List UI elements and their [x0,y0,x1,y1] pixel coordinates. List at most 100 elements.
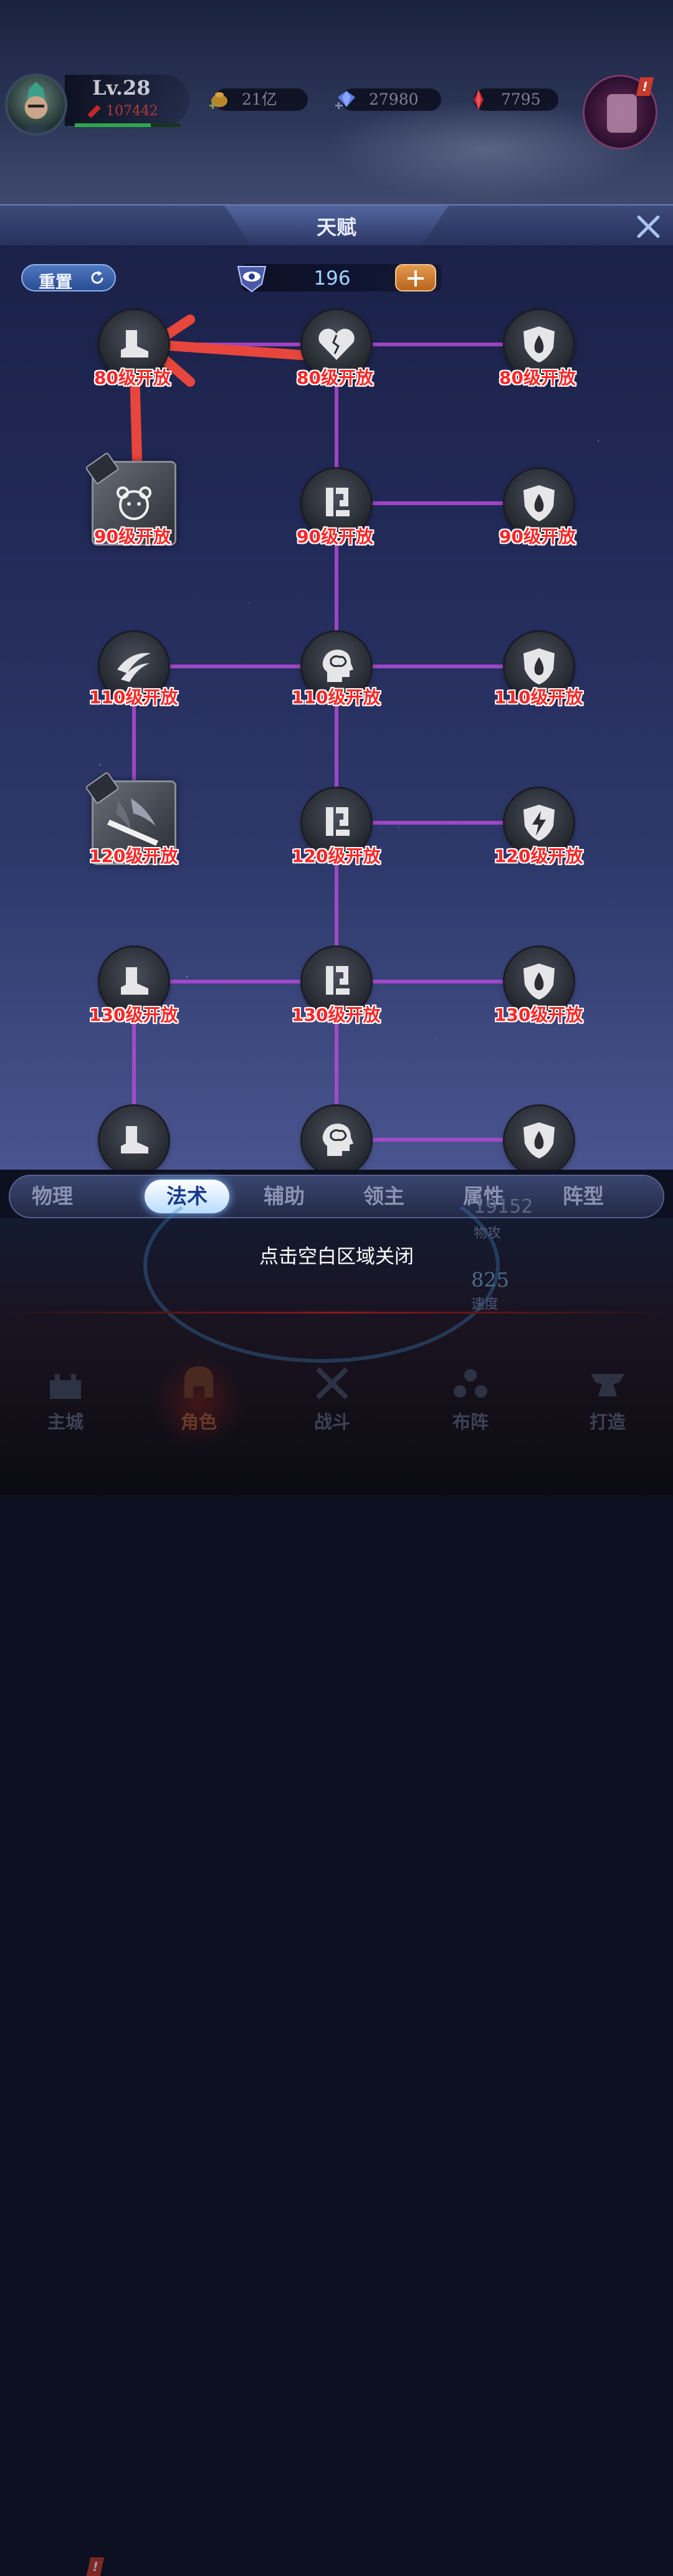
nav-character[interactable]: 角色 [152,1355,246,1449]
nav-battle-label: 战斗 [313,1411,350,1432]
diamond-resource[interactable]: 27980 [335,88,441,111]
node-label-5-left: 130级开放 [89,1005,178,1025]
talent-node-drop-3[interactable] [505,632,573,701]
node-label-3-mid: 110级开放 [292,687,381,708]
node-label-2-left: 90级开放 [94,526,171,547]
nav-alert-badge: ! [86,2557,105,2576]
drop-shield-icon [523,964,555,1000]
node-label-3-right: 110级开放 [494,687,583,708]
bear-icon [117,486,151,520]
tab-formation[interactable]: 阵型 [563,1184,604,1208]
gold-value: 21亿 [242,90,277,108]
talent-node-rune-2[interactable] [302,788,371,857]
talent-node-drop[interactable] [505,310,573,379]
reset-button[interactable]: 重置 [21,264,116,292]
talent-node-drop-5[interactable] [505,1106,573,1170]
close-icon[interactable] [634,212,662,239]
nav-formation[interactable]: 布阵 [424,1355,517,1449]
boot-icon [121,1126,148,1153]
helmet-icon [184,1366,213,1398]
talent-node-boot-2[interactable] [100,947,168,1016]
nav-formation-label: 布阵 [452,1411,489,1432]
node-label-4-left: 120级开放 [89,846,178,866]
add-points-button[interactable] [395,264,436,291]
claw-slash-icon [117,653,151,682]
castle-icon [50,1374,81,1399]
rune-icon [326,807,350,836]
talent-node-heart[interactable] [302,310,371,379]
head-brain-icon [322,650,353,682]
top-hud: Lv.28 107442 21亿 27980 7795 ! [0,0,673,206]
divider-glow [0,1312,673,1314]
talent-points-value: 196 [313,267,351,290]
nav-forge-label: 打造 [589,1411,626,1432]
combat-power: 107442 [87,103,158,119]
talent-node-rune-1[interactable] [302,469,371,537]
combat-power-value: 107442 [106,103,158,119]
rune-icon [326,966,350,995]
player-avatar[interactable] [5,73,67,136]
head-brain-icon [322,1124,353,1156]
talent-node-bear-skill[interactable] [85,452,174,544]
talent-node-mind-2[interactable] [302,1106,371,1170]
title-plate [224,206,449,245]
talent-points: 196 [237,264,441,293]
blade-slash-icon [107,798,158,846]
node-label-3-left: 110级开放 [89,687,178,708]
talent-node-drop-2[interactable] [505,469,573,537]
node-label-5-right: 130级开放 [494,1005,583,1025]
drop-shield-icon [523,485,555,521]
broken-heart-icon [318,328,355,360]
talent-node-rune-3[interactable] [302,947,371,1016]
background-overlay[interactable]: 19152 物攻 点击空白区域关闭 825 速度 主城 ! 角色 战斗 布阵 打… [0,1168,673,2576]
drop-shield-icon [523,1122,555,1158]
lightning-shield-icon [523,805,555,841]
talent-node-claw[interactable] [100,632,168,701]
node-label-4-mid: 120级开放 [292,846,381,866]
talent-node-mind[interactable] [302,632,371,701]
nav-main-city[interactable]: 主城 [19,1355,112,1449]
talent-node-boot[interactable] [100,310,168,379]
node-label-5-mid: 130级开放 [292,1005,381,1025]
tap-to-close-hint: 点击空白区域关闭 [259,1246,414,1268]
talent-panel: 天赋 重置 196 80级开放 80级开放 80级开放 90级开放 [0,204,673,1170]
player-level: Lv.28 [92,76,151,100]
speed-value: 825 [471,1268,510,1292]
talent-node-drop-4[interactable] [505,947,573,1016]
drop-shield-icon [523,648,555,684]
speed-label: 速度 [471,1297,499,1312]
talent-node-blade-skill[interactable] [85,771,174,863]
nav-forge[interactable]: 打造 [561,1355,654,1449]
ruby-icon [474,90,484,110]
refresh-icon [91,271,103,284]
quest-scroll-button[interactable] [583,75,657,149]
talent-node-boot-3[interactable] [100,1106,168,1170]
boot-icon [121,967,148,995]
drop-shield-icon [523,326,555,362]
tab-physical[interactable]: 物理 [32,1184,73,1208]
gold-resource[interactable]: 21亿 [209,88,308,111]
diamond-value: 27980 [369,90,419,108]
reset-label: 重置 [39,273,72,292]
node-label-4-right: 120级开放 [494,846,583,866]
xp-fill [75,123,151,127]
talent-eye-icon [237,266,267,293]
panel-header: 天赋 [0,204,673,245]
tab-attribute[interactable]: 属性 [463,1184,504,1208]
tree-connections [132,343,539,1170]
node-label-1-left: 80级开放 [94,367,171,388]
gold-bag-icon [209,92,227,109]
guide-arrow-horizontal [165,341,332,362]
rune-icon [326,488,350,516]
nav-main-city-label: 主城 [47,1411,84,1432]
xp-bar [75,123,181,127]
diamond-icon [335,91,355,109]
ruby-resource[interactable]: 7795 [474,88,558,111]
ruby-value: 7795 [501,90,541,108]
power-pen-icon [87,105,101,118]
nav-battle[interactable]: 战斗 [285,1355,379,1449]
scroll-icon [607,94,637,133]
talent-node-lightning[interactable] [505,788,573,857]
nav-character-label: 角色 [180,1411,217,1432]
node-label-1-right: 80级开放 [499,367,576,388]
